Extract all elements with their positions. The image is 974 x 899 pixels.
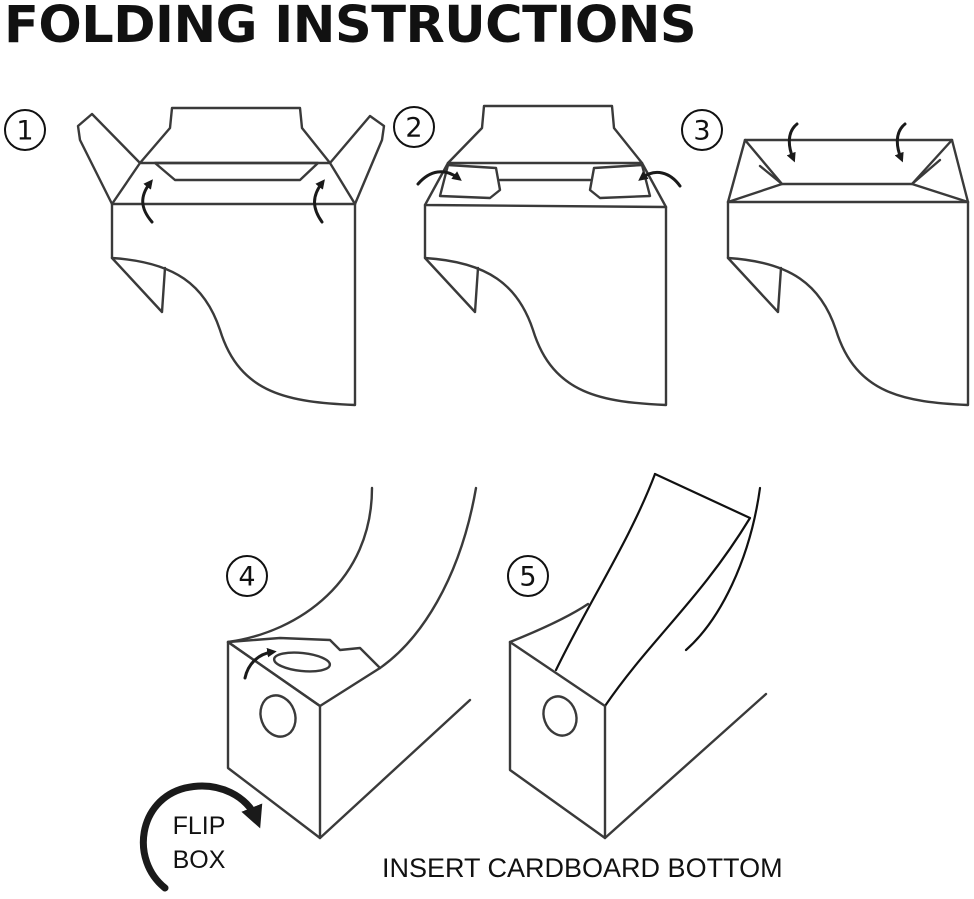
svg-text:4: 4	[238, 562, 255, 593]
svg-text:3: 3	[693, 116, 710, 147]
caption-insert-bottom: INSERT CARDBOARD BOTTOM	[382, 853, 783, 883]
step-5: 5	[507, 472, 768, 840]
step-4-box-drawing	[226, 486, 478, 840]
step-1-badge: 1	[4, 109, 46, 151]
step-1: 1	[4, 106, 386, 407]
step-4-badge: 4	[226, 555, 268, 597]
step-2-badge: 2	[393, 106, 435, 148]
step-3: 3	[681, 109, 970, 407]
svg-text:5: 5	[519, 562, 536, 593]
step-3-box-drawing	[726, 122, 970, 407]
step-1-box-drawing	[76, 106, 386, 407]
flip-label-line1: FLIP	[173, 812, 226, 840]
step-2: 2	[393, 104, 682, 407]
step-2-box-drawing	[416, 104, 682, 407]
svg-text:2: 2	[405, 113, 422, 144]
rotate-arrow-icon	[139, 782, 263, 892]
flip-label-line2: BOX	[173, 846, 226, 874]
page-title: FOLDING INSTRUCTIONS	[4, 0, 697, 55]
step-5-box-drawing	[508, 472, 768, 840]
step-5-badge: 5	[507, 555, 549, 597]
svg-text:1: 1	[16, 116, 33, 147]
flip-box-instruction: FLIP BOX	[139, 782, 263, 892]
step-4: 4 FLIP BOX	[139, 486, 478, 892]
step-3-badge: 3	[681, 109, 723, 151]
